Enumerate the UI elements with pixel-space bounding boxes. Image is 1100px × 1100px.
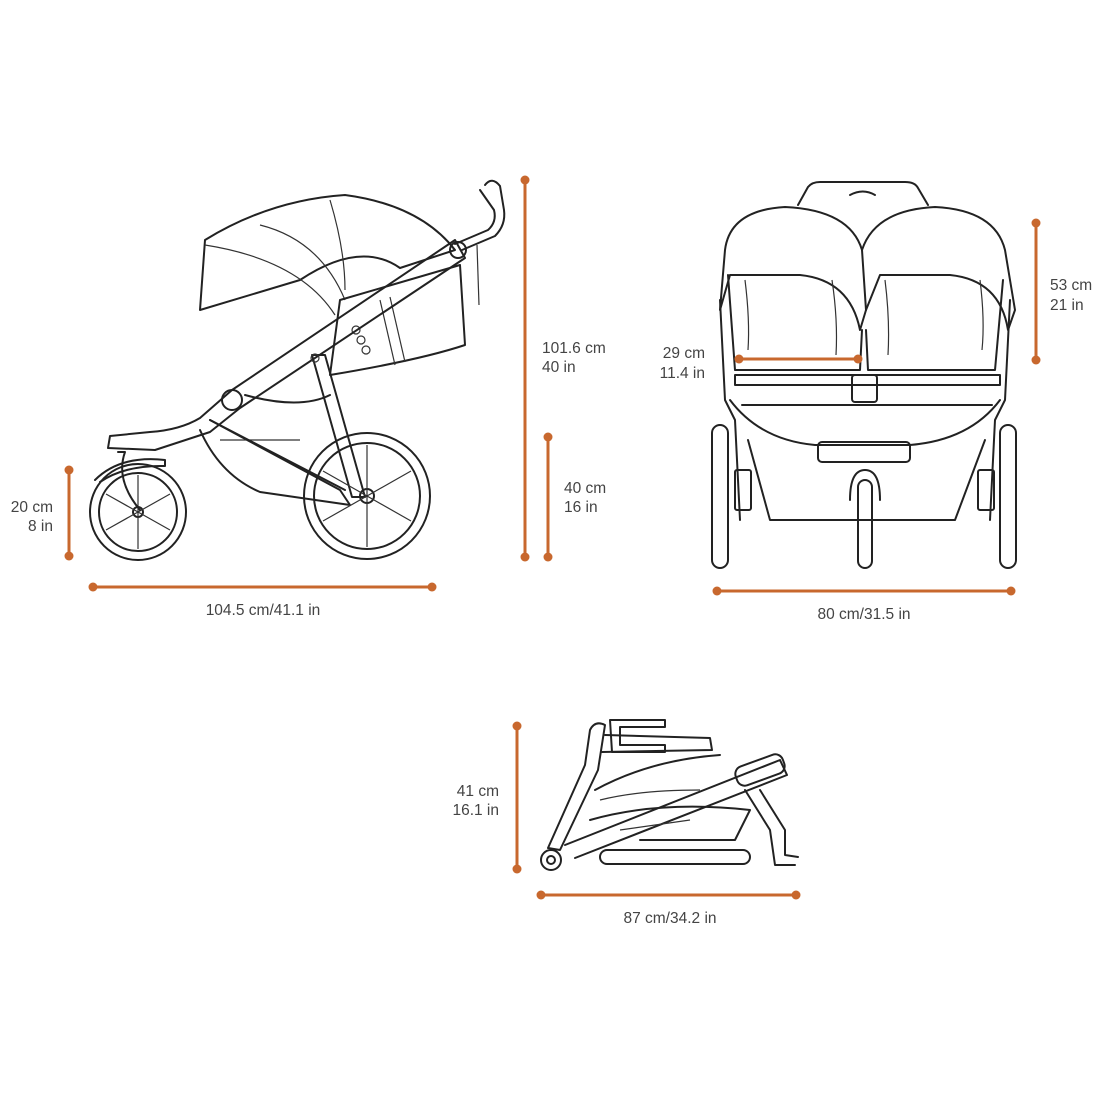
dimension-seat-back-height: 53 cm 21 in bbox=[1031, 218, 1092, 365]
dimension-front-wheel: 20 cm 8 in bbox=[11, 465, 74, 561]
total-height-in-label: 40 in bbox=[542, 359, 576, 376]
side-view-stroller-illustration bbox=[89, 179, 506, 561]
front-wheel-in-label: 8 in bbox=[28, 518, 53, 535]
dimension-folded-length: 87 cm/34.2 in bbox=[536, 890, 801, 927]
seat-width-cm-label: 29 cm bbox=[663, 345, 705, 362]
length-label: 104.5 cm/41.1 in bbox=[206, 602, 321, 619]
dimension-total-height: 101.6 cm 40 in bbox=[520, 175, 606, 562]
dimension-length: 104.5 cm/41.1 in bbox=[88, 582, 437, 619]
dimension-seat-height: 40 cm 16 in bbox=[543, 432, 606, 562]
dimension-seat-width: 29 cm 11.4 in bbox=[660, 345, 863, 382]
seat-back-cm-label: 53 cm bbox=[1050, 277, 1092, 294]
dimension-folded-height: 41 cm 16.1 in bbox=[452, 721, 522, 874]
seat-width-in-label: 11.4 in bbox=[660, 365, 705, 382]
front-view-stroller-illustration bbox=[711, 181, 1017, 569]
folded-stroller-illustration bbox=[540, 719, 799, 871]
seat-back-in-label: 21 in bbox=[1050, 297, 1084, 314]
folded-length-label: 87 cm/34.2 in bbox=[623, 910, 716, 927]
seat-height-cm-label: 40 cm bbox=[564, 480, 606, 497]
width-label: 80 cm/31.5 in bbox=[817, 606, 910, 623]
seat-height-in-label: 16 in bbox=[564, 499, 598, 516]
folded-height-cm-label: 41 cm bbox=[457, 783, 499, 800]
total-height-cm-label: 101.6 cm bbox=[542, 340, 606, 357]
folded-height-in-label: 16.1 in bbox=[452, 802, 499, 819]
dimension-width: 80 cm/31.5 in bbox=[712, 586, 1016, 623]
front-wheel-cm-label: 20 cm bbox=[11, 499, 53, 516]
